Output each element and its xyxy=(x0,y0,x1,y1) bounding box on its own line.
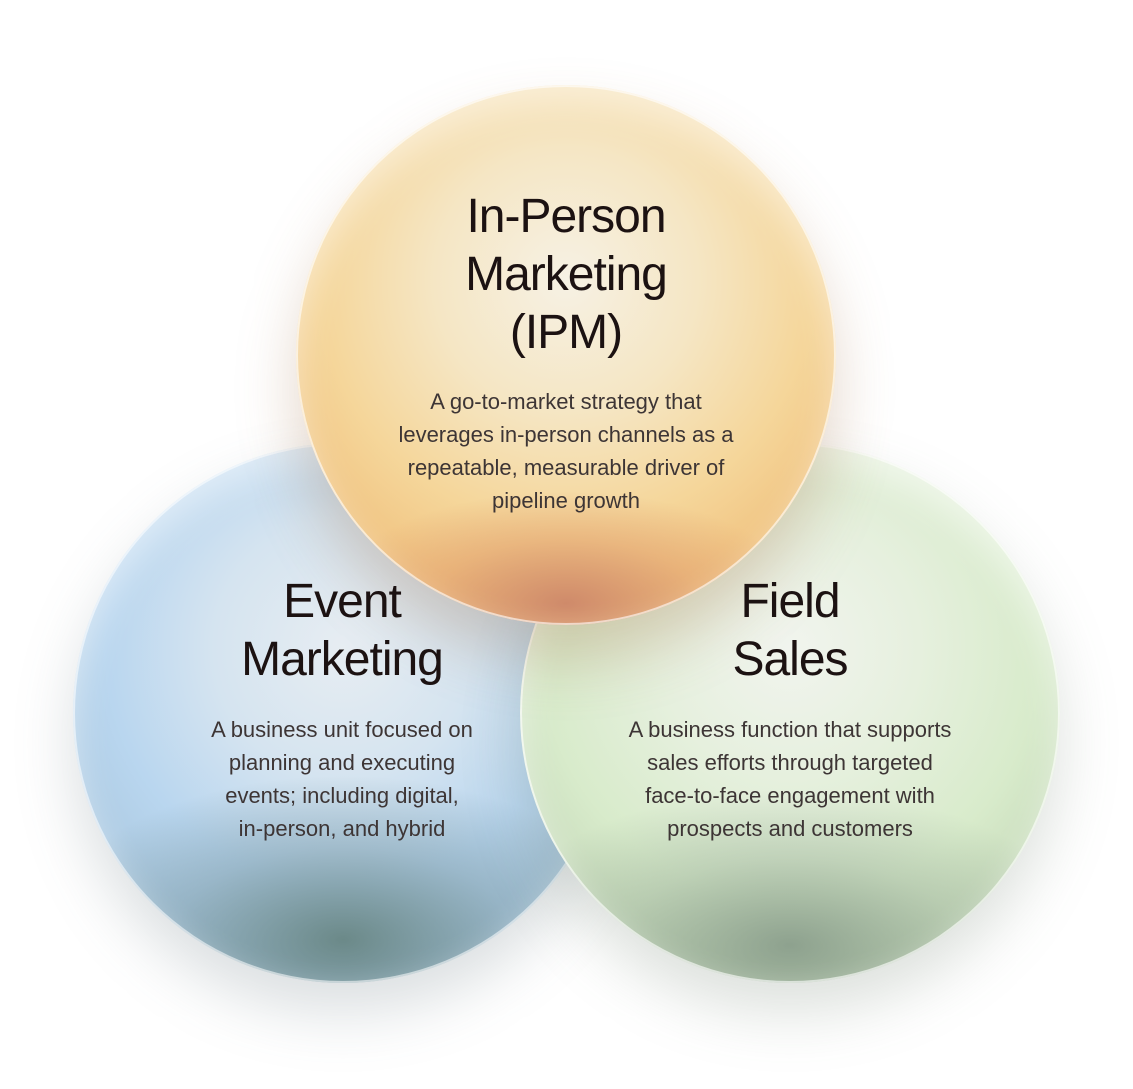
field-sales-description: A business function that supports sales … xyxy=(565,713,1015,845)
event-desc-line: events; including digital, xyxy=(225,783,459,808)
ipm-desc-line: leverages in-person channels as a xyxy=(398,422,734,447)
ipm-desc-line: repeatable, measurable driver of xyxy=(407,455,725,480)
field-desc-line: A business function that supports xyxy=(628,717,952,742)
event-title-line: Event xyxy=(283,575,402,628)
ipm-title-line: In-Person xyxy=(466,190,666,243)
event-desc-line: planning and executing xyxy=(228,750,456,775)
ipm-desc-line: A go-to-market strategy that xyxy=(430,389,702,414)
ipm-title-line: (IPM) xyxy=(509,306,623,359)
ipm-title-line: Marketing xyxy=(465,248,668,301)
ipm-desc-line: pipeline growth xyxy=(492,488,640,513)
event-title-line: Marketing xyxy=(241,633,444,686)
ipm-description: A go-to-market strategy that leverages i… xyxy=(366,385,766,517)
field-sales-title: Field Sales xyxy=(590,573,990,689)
ipm-circle xyxy=(296,85,836,625)
field-desc-line: face-to-face engagement with xyxy=(645,783,935,808)
field-desc-line: prospects and customers xyxy=(667,816,913,841)
field-title-line: Field xyxy=(740,575,840,628)
event-marketing-title: Event Marketing xyxy=(142,573,542,689)
event-marketing-description: A business unit focused on planning and … xyxy=(142,713,542,845)
field-desc-line: sales efforts through targeted xyxy=(647,750,933,775)
event-desc-line: A business unit focused on xyxy=(211,717,473,742)
field-title-line: Sales xyxy=(732,633,848,686)
event-desc-line: in-person, and hybrid xyxy=(238,816,446,841)
ipm-title: In-Person Marketing (IPM) xyxy=(366,188,766,362)
